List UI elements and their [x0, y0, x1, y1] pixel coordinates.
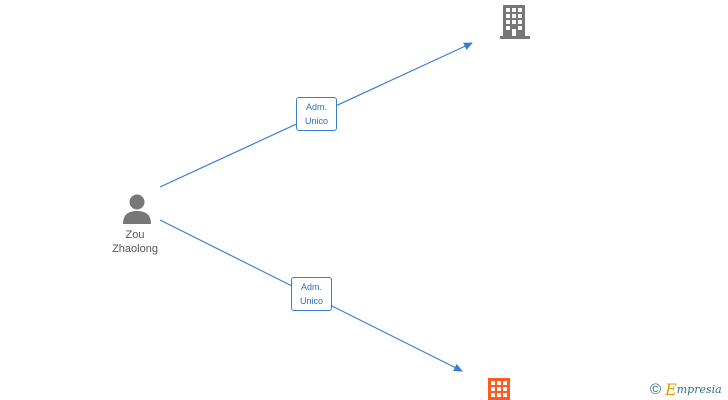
watermark: © E mpresia — [650, 379, 722, 399]
brand-name: mpresia — [676, 382, 722, 396]
edge-role-line1: Adm. — [300, 282, 322, 292]
building-icon[interactable] — [486, 376, 512, 400]
person-name-line2: Zhaolong — [112, 243, 158, 255]
brand-initial: E — [665, 379, 677, 399]
edge-role-line2: Unico — [299, 296, 323, 306]
edge-role-line2: Unico — [304, 116, 328, 126]
person-name-line1: Zou — [125, 229, 145, 241]
person-name-label[interactable]: Zou Zhaolong — [95, 228, 175, 256]
edge-role-line1: Adm. — [305, 102, 327, 112]
edge-role-label[interactable]: Adm. Unico — [296, 97, 337, 131]
edge-role-label[interactable]: Adm. Unico — [291, 277, 332, 311]
copyright-symbol: © — [650, 380, 662, 398]
person-icon[interactable] — [121, 193, 153, 225]
building-icon[interactable] — [498, 3, 532, 39]
